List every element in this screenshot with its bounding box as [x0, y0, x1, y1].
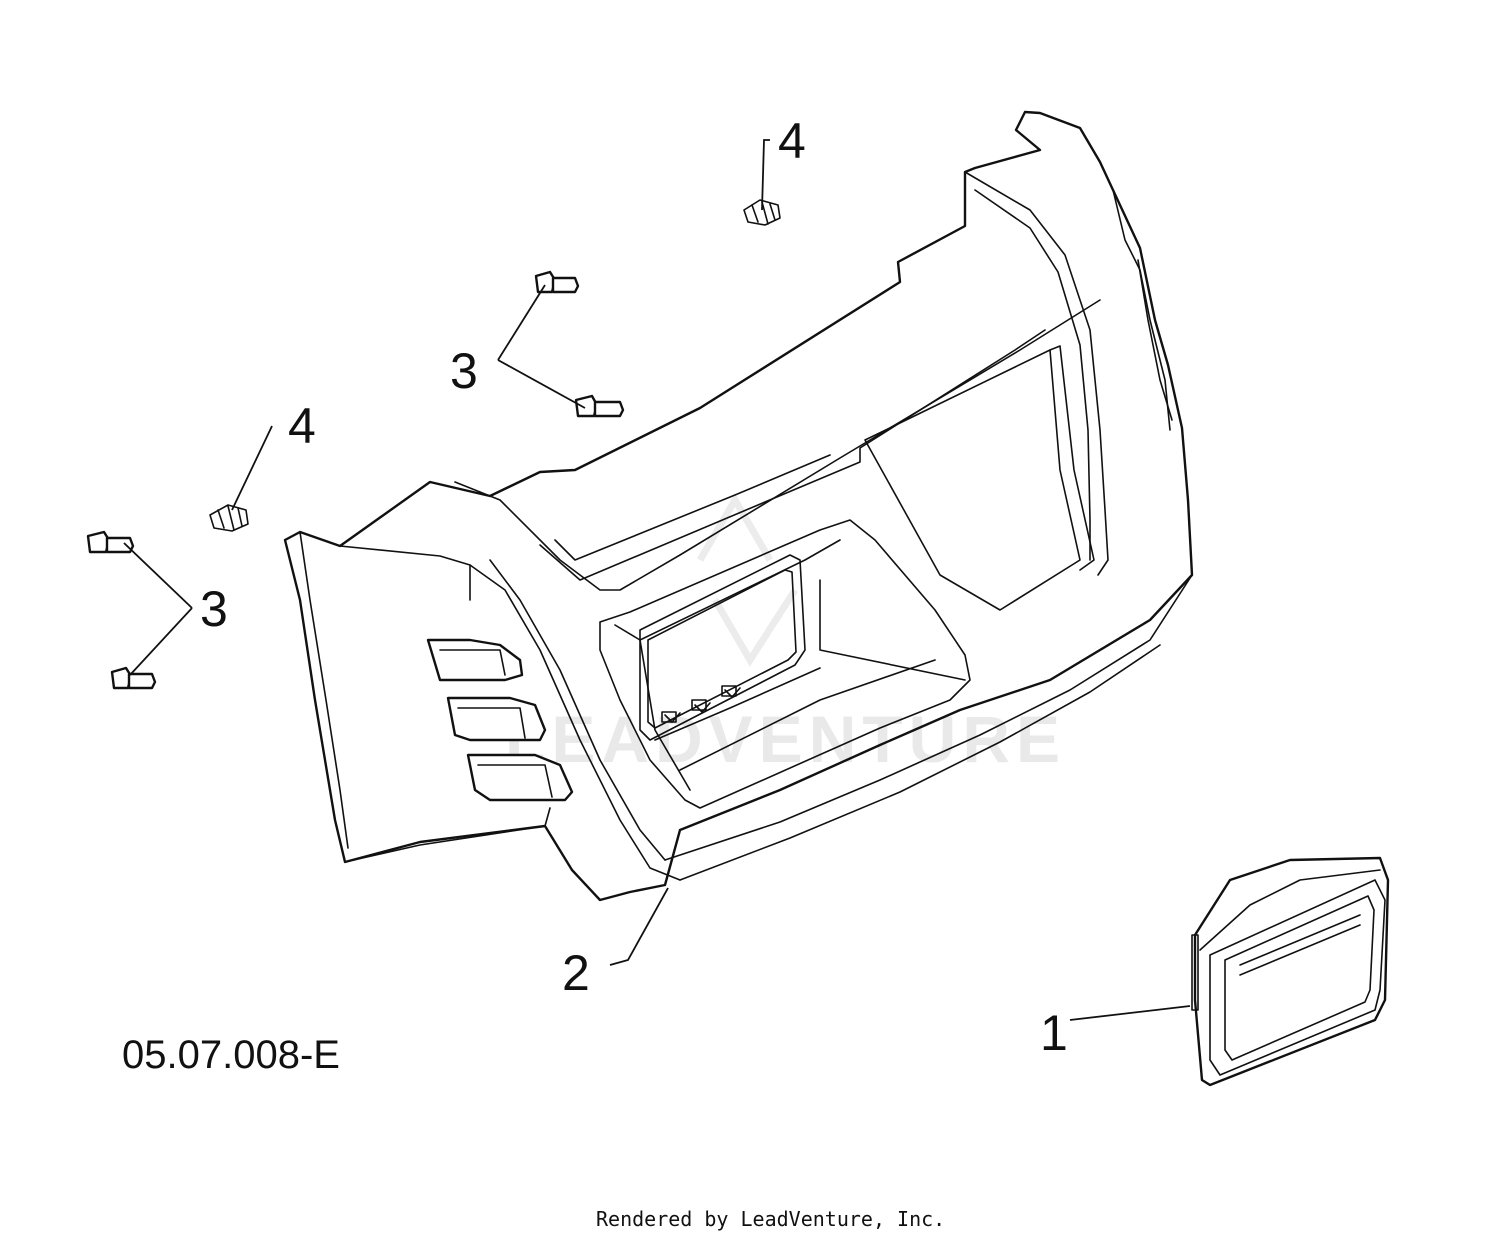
bolt-upper-b [574, 394, 625, 418]
bolt-lower-b [110, 666, 157, 690]
render-credit: Rendered by LeadVenture, Inc. [596, 1207, 945, 1231]
callout-part-2: 2 [562, 945, 590, 1001]
headlight-lamp [1191, 856, 1390, 1087]
bolt-lower-a [86, 530, 135, 554]
louvers [426, 638, 574, 802]
callout-part-1: 1 [1040, 1005, 1068, 1061]
clip-lower [209, 504, 249, 532]
drawing-code: 05.07.008-E [122, 1033, 340, 1077]
callout-part-4-lower: 4 [288, 398, 316, 454]
callout-part-3-lower: 3 [200, 581, 228, 637]
hood-panel [283, 110, 1194, 902]
bolt-upper-a [534, 270, 580, 294]
leader-lines [123, 139, 1191, 1021]
callout-part-4-upper: 4 [778, 113, 806, 169]
callout-part-3-upper: 3 [450, 343, 478, 399]
watermark: LEADVENTURE [505, 493, 1066, 776]
watermark-text: LEADVENTURE [505, 702, 1066, 776]
